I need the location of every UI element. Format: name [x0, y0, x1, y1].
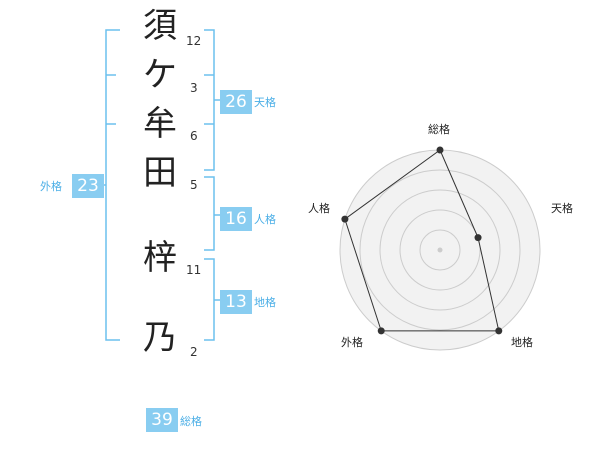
radar-point-5: [341, 215, 349, 223]
jinkaku-badge: 16: [220, 207, 252, 231]
name-char-2: ケ: [143, 55, 177, 95]
radar-label-tenkaku: 天格: [551, 202, 573, 215]
radar-rings: [339, 149, 541, 351]
jinkaku-bracket: [204, 176, 215, 251]
name-char-3: 牟: [143, 104, 177, 144]
tenkaku-badge: 26: [220, 90, 252, 114]
radar-point-3: [495, 327, 503, 335]
stroke-count-2: 3: [190, 81, 198, 95]
chikaku-label: 地格: [254, 296, 276, 309]
name-char-5: 梓: [143, 238, 177, 278]
soukaku-label: 総格: [180, 415, 202, 428]
radar-point-4: [377, 327, 385, 335]
chikaku-badge: 13: [220, 290, 252, 314]
stroke-count-4: 5: [190, 178, 198, 192]
radar-label-jinkaku: 人格: [308, 202, 330, 215]
radar-label-gaikaku: 外格: [341, 336, 363, 349]
radar-label-chikaku: 地格: [511, 336, 533, 349]
radar-label-soukaku: 総格: [428, 123, 450, 136]
radar-point-1: [436, 146, 444, 154]
radar-polygon: [344, 149, 500, 332]
stroke-count-3: 6: [190, 129, 198, 143]
radar-point-2: [474, 234, 482, 242]
stroke-count-1: 12: [186, 34, 202, 48]
radar-center: [437, 247, 443, 253]
name-char-4: 田: [143, 153, 177, 193]
gaikaku-label: 外格: [40, 180, 62, 193]
name-char-1: 須: [143, 6, 177, 46]
jinkaku-label: 人格: [254, 213, 276, 226]
stroke-count-6: 2: [190, 345, 198, 359]
gaikaku-badge: 23: [72, 174, 104, 198]
name-char-6: 乃: [143, 318, 177, 358]
stroke-count-5: 11: [186, 263, 202, 277]
radar-dots: [341, 146, 503, 335]
tenkaku-label: 天格: [254, 96, 276, 109]
soukaku-badge: 39: [146, 408, 178, 432]
